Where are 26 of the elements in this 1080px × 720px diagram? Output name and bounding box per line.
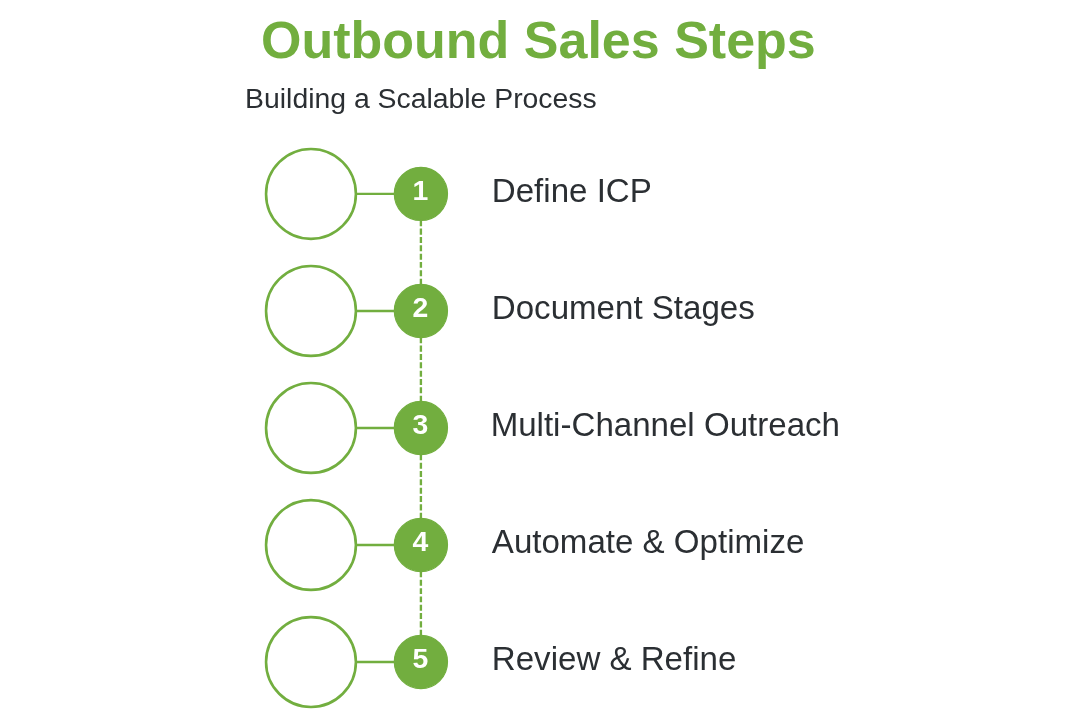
node-circle: 3 — [393, 400, 449, 456]
label: Building a Scalable Process — [245, 81, 597, 114]
connector — [356, 660, 395, 664]
node-circle — [264, 381, 358, 475]
node-label: Document Stages — [491, 289, 755, 327]
node-circle — [264, 264, 358, 358]
connector — [356, 192, 395, 196]
connector — [419, 454, 423, 519]
connector — [419, 220, 423, 284]
node-circle: 4 — [393, 517, 449, 573]
diagram-title: Outbound Sales Steps — [261, 11, 816, 70]
node-circle — [264, 147, 358, 241]
connector — [356, 543, 395, 547]
node-label: Define ICP — [491, 172, 652, 210]
connector — [356, 426, 395, 430]
connector — [419, 337, 423, 401]
connector — [419, 571, 423, 636]
node-label: Review & Refine — [491, 640, 737, 678]
node-circle: 5 — [393, 634, 449, 690]
node-circle: 1 — [393, 166, 449, 222]
node-circle: 2 — [393, 283, 449, 339]
node-circle — [264, 615, 358, 709]
node-label: Multi-Channel Outreach — [490, 406, 840, 444]
connector — [356, 309, 395, 313]
node-label: Automate & Optimize — [491, 523, 805, 561]
node-circle — [264, 498, 358, 592]
